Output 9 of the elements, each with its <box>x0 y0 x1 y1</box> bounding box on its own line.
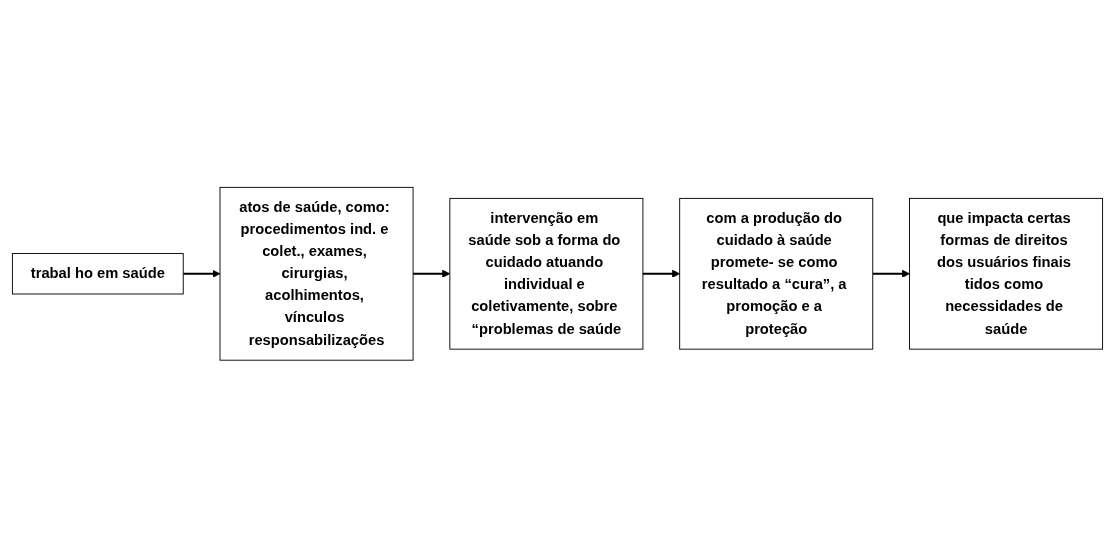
node-box: intervenção em saúde sob a forma do cuidado atuando individual e coletivamente, sobre “problemas de saúde <box>449 198 644 350</box>
node-box: com a produção do cuidado à saúde promete- se como resultado a “cura”, a promoção e a proteção <box>679 198 874 350</box>
node-box: trabal ho em saúde <box>11 253 184 295</box>
arrow <box>871 269 910 279</box>
arrow <box>412 269 451 279</box>
node-box: que impacta certas formas de direitos dos usuários finais tidos como necessidades de saúde <box>909 198 1104 350</box>
arrow <box>182 269 221 279</box>
arrow <box>642 269 681 279</box>
node-box: atos de saúde, como: procedimentos ind. e colet., exames, cirurgias, acolhimentos, vínculos responsabilizações <box>219 187 414 361</box>
